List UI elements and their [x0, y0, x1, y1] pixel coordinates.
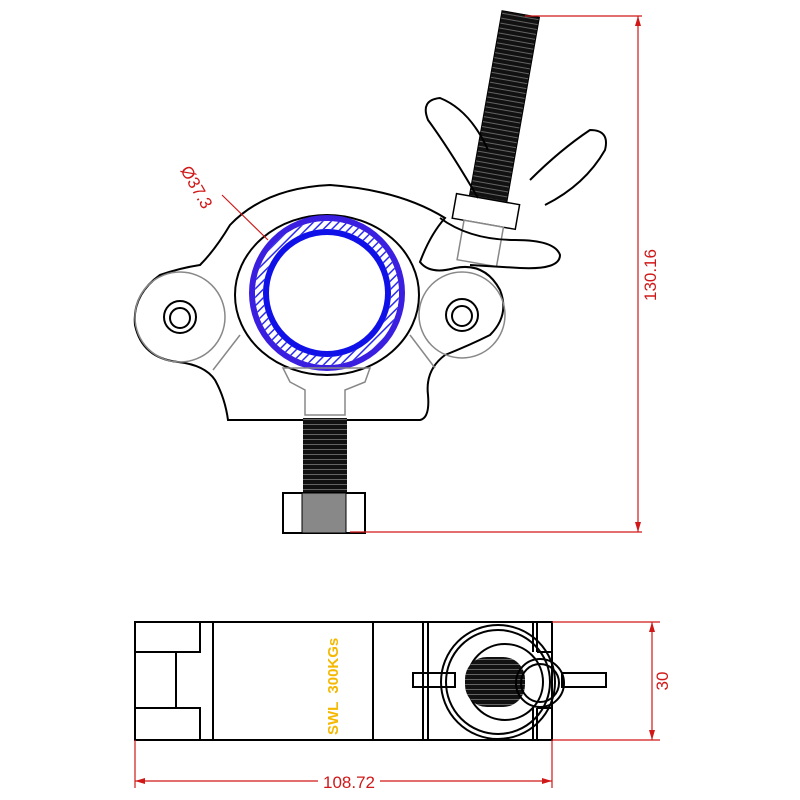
right-pin-hole [445, 298, 479, 332]
load-rating-marking: SWL 300KGs [325, 638, 342, 735]
left-pin-key [169, 307, 191, 329]
height-dimension: 130.16 [641, 249, 660, 301]
lower-nut-face [301, 492, 347, 534]
wing-right [529, 128, 607, 206]
rib-left [212, 334, 241, 371]
top-view: SWL 300KGs 30 108.72 [134, 621, 672, 792]
lower-bolt-thread [303, 418, 347, 498]
front-view: 130.16 Ø37.3 [133, 10, 660, 534]
left-ear [134, 271, 226, 363]
wing-left [424, 96, 489, 199]
tube-inner [263, 229, 391, 357]
hinge-hook [439, 217, 562, 270]
upper-bolt [451, 10, 541, 268]
top-body [134, 621, 553, 741]
tube-wall-hatch [255, 221, 399, 365]
left-block-top [134, 621, 201, 653]
wing-bar-right [561, 672, 607, 688]
right-pin-key [451, 305, 473, 327]
washer-outer [440, 624, 556, 740]
left-pin-hole [163, 300, 197, 334]
bolt-end [515, 658, 565, 708]
width-dimension: 108.72 [323, 773, 375, 792]
depth-dimension: 30 [653, 672, 672, 691]
left-block-bottom [134, 707, 201, 741]
rib-right [409, 334, 436, 369]
wing-bar-left [412, 672, 456, 688]
lower-bolt-housing [281, 367, 372, 416]
tube-diameter-dimension: Ø37.3 [177, 163, 217, 213]
right-ear [418, 271, 506, 359]
top-bolt-thread [465, 657, 525, 707]
